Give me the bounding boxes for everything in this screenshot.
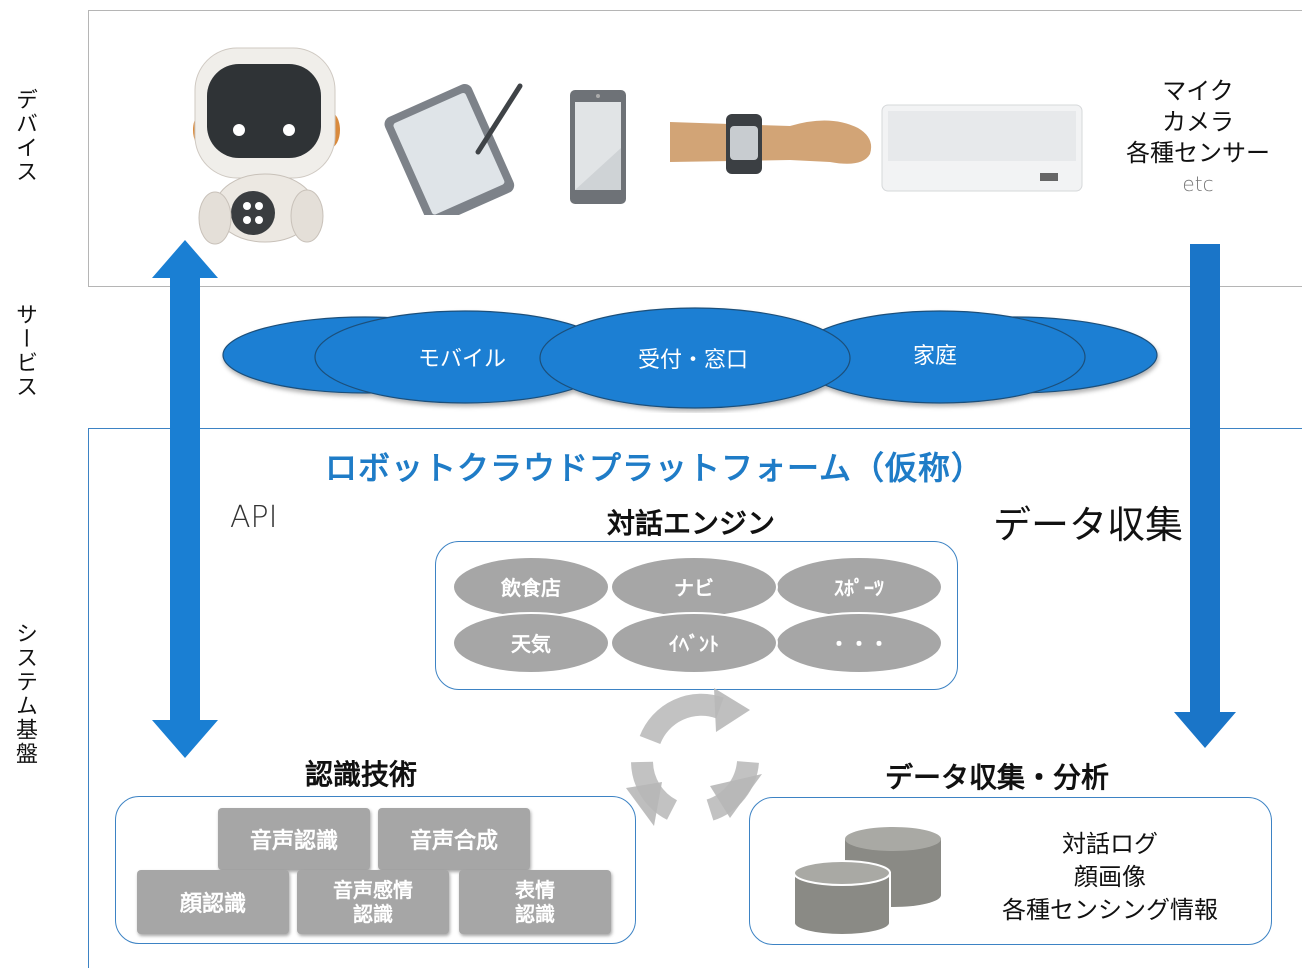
layer-label-service: サービス (12, 303, 37, 399)
dialogue-engine-title: 対話エンジン (607, 507, 776, 540)
service-cluster: モバイル 受付・窓口 家庭 (222, 307, 1158, 409)
layer-label-device: デバイス (12, 88, 37, 184)
recognition-block: 音声合成 (378, 808, 530, 870)
robot-icon (193, 47, 340, 245)
platform-title: ロボットクラウドプラットフォーム（仮称） (325, 449, 985, 487)
layer-label-system: システム基盤 (12, 622, 37, 766)
service-label-reception: 受付・窓口 (638, 348, 748, 373)
recognition-block: 顔認識 (137, 870, 289, 934)
sensor-list: マイク カメラ 各種センサー etc (1108, 76, 1288, 200)
recognition-block: 音声認識 (218, 808, 370, 870)
analysis-item: 各種センシング情報 (1002, 896, 1218, 924)
tablet-icon (384, 83, 523, 215)
sensor-item: カメラ (1162, 108, 1234, 136)
platform-frame-top (88, 428, 1302, 429)
domain-label: ・・・ (829, 632, 889, 656)
smartwatch-icon (670, 114, 872, 174)
analysis-title: データ収集・分析 (885, 761, 1110, 794)
domain-pill (452, 612, 610, 674)
service-label-home: 家庭 (913, 344, 957, 369)
data-collection-label: データ収集 (993, 503, 1184, 547)
platform-frame-left (88, 428, 89, 968)
sensor-item: 各種センサー (1126, 139, 1270, 167)
domain-label: 天気 (511, 632, 551, 656)
analysis-item: 顔画像 (1074, 863, 1146, 891)
domain-pill (610, 612, 778, 674)
domain-label: ナビ (674, 576, 714, 600)
database-icon (793, 827, 941, 936)
domain-label: ｽﾎﾟｰﾂ (834, 576, 884, 600)
device-area (88, 10, 1302, 287)
domain-label: 飲食店 (500, 576, 561, 600)
service-label-mobile: モバイル (418, 347, 506, 372)
data-down-arrow-icon (1174, 244, 1236, 748)
recognition-title: 認識技術 (305, 758, 418, 791)
air-conditioner-icon (881, 104, 1083, 192)
api-double-arrow-icon (152, 240, 218, 758)
analysis-item: 対話ログ (1062, 830, 1158, 858)
sensor-etc: etc (1182, 172, 1214, 196)
api-label: API (230, 500, 278, 535)
smartphone-icon (570, 90, 626, 204)
domain-label: ｲﾍﾞﾝﾄ (669, 632, 719, 656)
sensor-item: マイク (1162, 77, 1234, 105)
analysis-items: 対話ログ 顔画像 各種センシング情報 (980, 828, 1240, 927)
recognition-block: 表情認識 (459, 870, 611, 934)
dialogue-domains: 飲食店 ナビ ｽﾎﾟｰﾂ 天気 ｲﾍﾞﾝﾄ ・・・ (452, 556, 943, 674)
cycle-arrows-icon (626, 688, 762, 826)
recognition-block: 音声感情認識 (297, 870, 449, 934)
service-ellipse-reception (539, 307, 851, 409)
